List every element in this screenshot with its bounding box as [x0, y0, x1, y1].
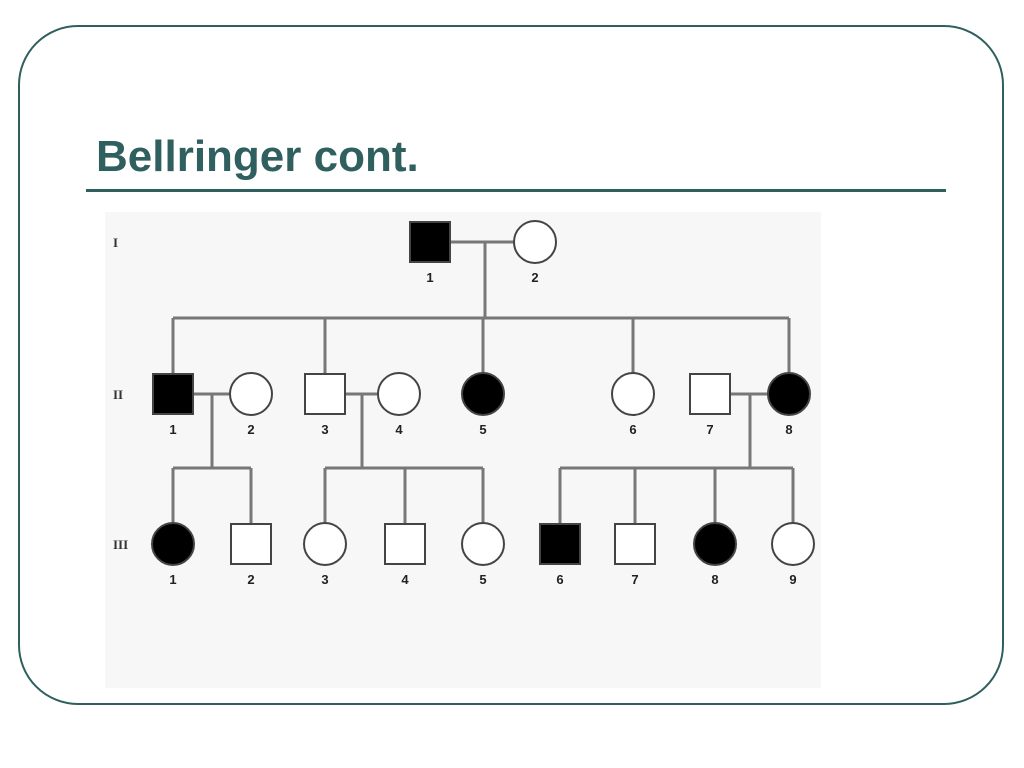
unaffected-male-square [384, 523, 426, 565]
pedigree-member-3-4: 4 [384, 523, 426, 587]
pedigree-member-2-6: 6 [611, 372, 655, 437]
pedigree-member-2-4: 4 [377, 372, 421, 437]
affected-female-circle [151, 522, 195, 566]
unaffected-female-circle [303, 522, 347, 566]
pedigree-member-2-3: 3 [304, 373, 346, 437]
pedigree-lines [171, 240, 795, 524]
member-number: 5 [479, 572, 486, 587]
title-underline [86, 189, 946, 192]
member-number: 1 [169, 422, 176, 437]
pedigree-member-3-1: 1 [151, 522, 195, 587]
pedigree-member-2-7: 7 [689, 373, 731, 437]
member-number: 6 [629, 422, 636, 437]
generation-label-1: I [113, 235, 118, 250]
pedigree-member-3-6: 6 [539, 523, 581, 587]
unaffected-female-circle [229, 372, 273, 416]
affected-male-square [152, 373, 194, 415]
pedigree-member-3-9: 9 [771, 522, 815, 587]
pedigree-member-2-5: 5 [461, 372, 505, 437]
pedigree-member-1-2: 2 [513, 220, 557, 285]
affected-female-circle [767, 372, 811, 416]
unaffected-male-square [230, 523, 272, 565]
pedigree-member-2-1: 1 [152, 373, 194, 437]
unaffected-female-circle [513, 220, 557, 264]
pedigree-members: 1 2 1 2 3 4 5 6 7 8 1 2 3 4 5 6 7 8 9 [151, 220, 815, 587]
pedigree-member-2-2: 2 [229, 372, 273, 437]
member-number: 1 [426, 270, 433, 285]
pedigree-member-3-2: 2 [230, 523, 272, 587]
member-number: 2 [247, 572, 254, 587]
member-number: 8 [711, 572, 718, 587]
affected-male-square [409, 221, 451, 263]
pedigree-member-1-1: 1 [409, 221, 451, 285]
unaffected-female-circle [377, 372, 421, 416]
unaffected-female-circle [461, 522, 505, 566]
member-number: 1 [169, 572, 176, 587]
slide-title: Bellringer cont. [96, 132, 419, 181]
member-number: 2 [531, 270, 538, 285]
pedigree-member-3-7: 7 [614, 523, 656, 587]
member-number: 7 [631, 572, 638, 587]
generation-label-2: II [113, 387, 123, 402]
unaffected-female-circle [771, 522, 815, 566]
unaffected-male-square [689, 373, 731, 415]
member-number: 4 [395, 422, 403, 437]
pedigree-member-3-3: 3 [303, 522, 347, 587]
member-number: 6 [556, 572, 563, 587]
unaffected-male-square [304, 373, 346, 415]
unaffected-male-square [614, 523, 656, 565]
member-number: 9 [789, 572, 796, 587]
member-number: 7 [706, 422, 713, 437]
member-number: 8 [785, 422, 792, 437]
pedigree-member-3-5: 5 [461, 522, 505, 587]
affected-male-square [539, 523, 581, 565]
affected-female-circle [461, 372, 505, 416]
affected-female-circle [693, 522, 737, 566]
generation-label-3: III [113, 537, 128, 552]
member-number: 5 [479, 422, 486, 437]
slide-frame [18, 25, 1004, 705]
pedigree-member-3-8: 8 [693, 522, 737, 587]
member-number: 4 [401, 572, 409, 587]
pedigree-member-2-8: 8 [767, 372, 811, 437]
member-number: 3 [321, 572, 328, 587]
member-number: 2 [247, 422, 254, 437]
unaffected-female-circle [611, 372, 655, 416]
member-number: 3 [321, 422, 328, 437]
